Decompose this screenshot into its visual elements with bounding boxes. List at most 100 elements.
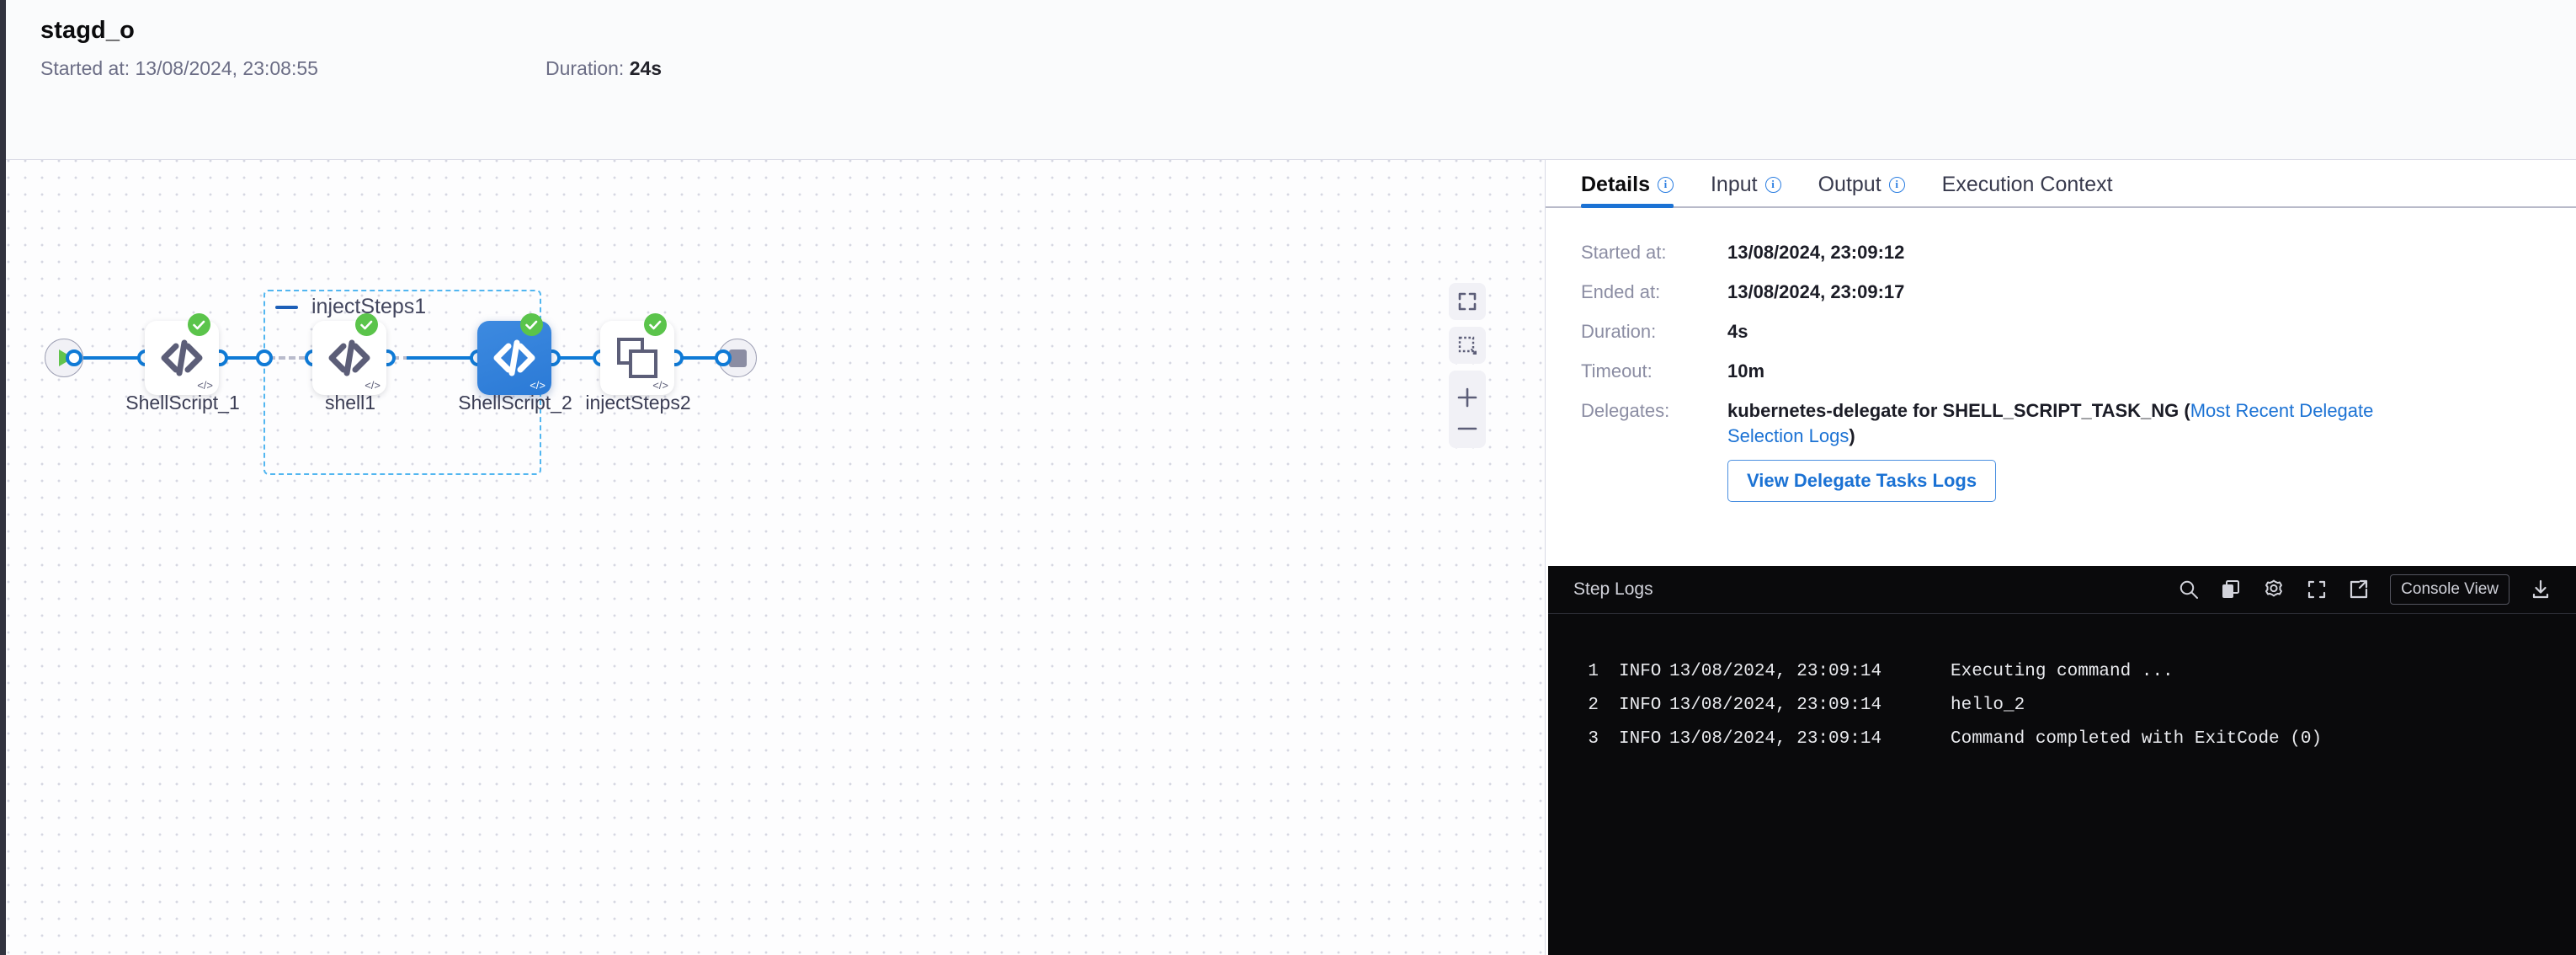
port-end-in[interactable] <box>715 349 732 366</box>
step-logs-panel: Step Logs <box>1548 566 2576 955</box>
status-badge-shellscript1 <box>188 313 210 336</box>
node-label-shellscript2: ShellScript_2 <box>458 392 572 413</box>
tab-execution-context[interactable]: Execution Context <box>1942 160 2113 206</box>
started-at-meta: Started at: 13/08/2024, 23:08:55 <box>40 57 318 80</box>
code-icon <box>477 321 551 395</box>
log-line-number: 2 <box>1588 695 1599 715</box>
link-shellscript1-out <box>191 356 272 360</box>
node-label-injectsteps2: injectSteps2 <box>585 392 691 413</box>
code-small-icon: </> <box>197 379 213 392</box>
stack-icon <box>600 321 674 395</box>
tab-execution-context-label: Execution Context <box>1941 173 2113 196</box>
detail-tabs: Details i Input i Output i Execution Con… <box>1546 160 2576 208</box>
fit-to-screen-button[interactable] <box>1449 283 1486 320</box>
link-injectsteps2-to-end <box>647 356 732 360</box>
detail-value-delegates: kubernetes-delegate for SHELL_SCRIPT_TAS… <box>1727 398 2426 448</box>
status-badge-injectsteps2 <box>644 313 667 336</box>
code-small-icon: </> <box>652 379 668 392</box>
step-logs-title: Step Logs <box>1573 579 1653 599</box>
started-at-value: 13/08/2024, 23:08:55 <box>135 57 318 79</box>
log-lines[interactable]: 1 INFO 13/08/2024, 23:09:14 Executing co… <box>1548 614 2576 755</box>
detail-label-timeout: Timeout: <box>1581 360 1653 381</box>
stop-icon <box>728 349 747 367</box>
page-title: stagd_o <box>40 17 135 44</box>
status-badge-shellscript2 <box>520 313 543 336</box>
detail-row-duration: Duration: 4s <box>1581 319 2576 359</box>
log-line: 3 INFO 13/08/2024, 23:09:14 Command comp… <box>1548 722 2576 755</box>
code-small-icon: </> <box>530 379 546 392</box>
fullscreen-icon[interactable] <box>2306 579 2328 600</box>
execution-header: stagd_o Started at: 13/08/2024, 23:08:55… <box>6 0 2576 160</box>
log-line-level: INFO <box>1619 728 1662 749</box>
expand-icon <box>1458 292 1477 311</box>
link-group-in-dashed <box>269 356 316 360</box>
marquee-select-button[interactable] <box>1449 327 1486 364</box>
port-start-out[interactable] <box>66 349 82 366</box>
log-line-message: Executing command ... <box>1951 661 2174 681</box>
tab-output-label: Output <box>1818 173 1881 196</box>
info-icon[interactable]: i <box>1764 177 1781 193</box>
step-logs-toolbar: Step Logs <box>1548 566 2576 614</box>
minus-icon[interactable] <box>275 305 298 309</box>
log-line-time: 13/08/2024, 23:09:14 <box>1669 695 1882 715</box>
code-icon <box>145 321 219 395</box>
zoom-controls[interactable] <box>1449 371 1486 448</box>
duration-label: Duration: <box>546 57 625 79</box>
copy-icon[interactable] <box>2220 579 2242 600</box>
code-icon <box>312 321 386 395</box>
detail-row-started-at: Started at: 13/08/2024, 23:09:12 <box>1581 240 2576 280</box>
node-label-shellscript1: ShellScript_1 <box>125 392 240 413</box>
pipeline-graph-canvas[interactable]: injectSteps1 </> <box>6 160 1545 955</box>
tab-input[interactable]: Input i <box>1711 160 1781 206</box>
group-injectsteps1-header[interactable]: injectSteps1 <box>275 295 426 319</box>
log-line: 2 INFO 13/08/2024, 23:09:14 hello_2 <box>1548 688 2576 722</box>
detail-row-delegates: Delegates: kubernetes-delegate for SHELL… <box>1581 398 2576 448</box>
node-label-shell1: shell1 <box>324 392 376 413</box>
console-view-button[interactable]: Console View <box>2390 574 2509 605</box>
left-nav-rail <box>0 0 6 955</box>
tab-input-label: Input <box>1710 173 1758 196</box>
log-line-number: 3 <box>1588 728 1599 749</box>
status-badge-shell1 <box>355 313 378 336</box>
log-line-number: 1 <box>1588 661 1599 681</box>
log-line-level: INFO <box>1619 695 1662 715</box>
gear-icon[interactable] <box>2262 578 2286 601</box>
code-small-icon: </> <box>365 379 381 392</box>
detail-label-started-at: Started at: <box>1581 242 1667 263</box>
log-line-time: 13/08/2024, 23:09:14 <box>1669 661 1882 681</box>
detail-value-ended-at: 13/08/2024, 23:09:17 <box>1727 281 1905 302</box>
started-at-label: Started at: <box>40 57 130 79</box>
detail-row-timeout: Timeout: 10m <box>1581 359 2576 398</box>
log-line-message: hello_2 <box>1951 695 2025 715</box>
detail-label-delegates: Delegates: <box>1581 400 1670 421</box>
dashed-box-icon <box>1458 336 1477 355</box>
external-link-icon[interactable] <box>2348 579 2370 600</box>
detail-label-duration: Duration: <box>1581 321 1657 342</box>
detail-row-ended-at: Ended at: 13/08/2024, 23:09:17 <box>1581 280 2576 319</box>
tab-output[interactable]: Output i <box>1818 160 1905 206</box>
detail-value-started-at: 13/08/2024, 23:09:12 <box>1727 242 1905 263</box>
detail-value-timeout: 10m <box>1727 360 1765 381</box>
detail-label-ended-at: Ended at: <box>1581 281 1661 302</box>
link-group-to-shellscript2 <box>407 356 482 360</box>
info-icon[interactable]: i <box>1657 177 1674 193</box>
plus-icon <box>1457 387 1477 408</box>
delegates-text-before: kubernetes-delegate for SHELL_SCRIPT_TAS… <box>1727 400 2190 421</box>
log-line-time: 13/08/2024, 23:09:14 <box>1669 728 1882 749</box>
log-line-level: INFO <box>1619 661 1662 681</box>
log-line-message: Command completed with ExitCode (0) <box>1951 728 2323 749</box>
info-icon[interactable]: i <box>1888 177 1905 193</box>
search-icon[interactable] <box>2178 579 2200 600</box>
detail-value-duration: 4s <box>1727 321 1748 342</box>
duration-value: 24s <box>629 57 663 79</box>
tab-details-label: Details <box>1581 173 1650 196</box>
link-shellscript2-to-injectsteps2 <box>524 356 605 360</box>
download-icon[interactable] <box>2530 579 2552 600</box>
port-group-in[interactable] <box>256 349 273 366</box>
delegates-text-after: ) <box>1849 424 1855 446</box>
view-delegate-tasks-logs-button[interactable]: View Delegate Tasks Logs <box>1727 460 1997 503</box>
tab-details[interactable]: Details i <box>1581 160 1674 208</box>
details-list: Started at: 13/08/2024, 23:09:12 Ended a… <box>1546 208 2576 503</box>
delegate-selection-logs-link[interactable]: Most Recent Delegate Selection Logs <box>1727 400 2374 446</box>
step-logs-actions: Console View <box>2178 574 2552 605</box>
